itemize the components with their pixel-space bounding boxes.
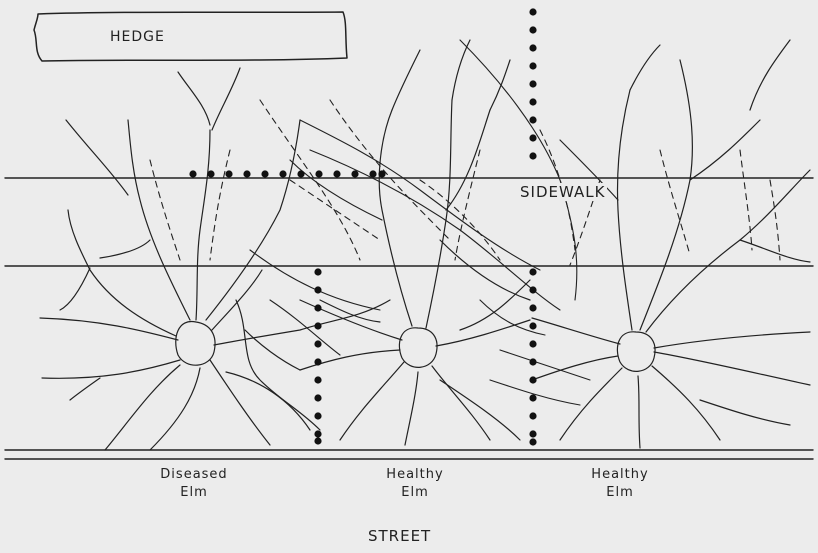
tree-3-label-line1: Healthy bbox=[560, 466, 680, 484]
hedge-box bbox=[34, 12, 347, 61]
root-overlap-lines bbox=[250, 40, 590, 405]
tree-label-healthy-middle: Healthy Elm bbox=[355, 466, 475, 502]
sidewalk-label: SIDEWALK bbox=[518, 183, 607, 201]
tree-2-label-line1: Healthy bbox=[355, 466, 475, 484]
tree-2-label-line2: Elm bbox=[355, 484, 475, 502]
tree-label-healthy-right: Healthy Elm bbox=[560, 466, 680, 502]
tree-label-diseased: Diseased Elm bbox=[134, 466, 254, 502]
dashed-root-lines bbox=[150, 100, 780, 265]
tree-1-label-line1: Diseased bbox=[134, 466, 254, 484]
street-label: STREET bbox=[368, 527, 431, 545]
tree-3-label-line2: Elm bbox=[560, 484, 680, 502]
tree-1-label-line2: Elm bbox=[134, 484, 254, 502]
barrier-dots bbox=[189, 8, 536, 445]
tree-1-roots bbox=[40, 68, 390, 450]
hedge-label: HEDGE bbox=[110, 29, 165, 45]
tree-3-roots bbox=[532, 40, 810, 448]
